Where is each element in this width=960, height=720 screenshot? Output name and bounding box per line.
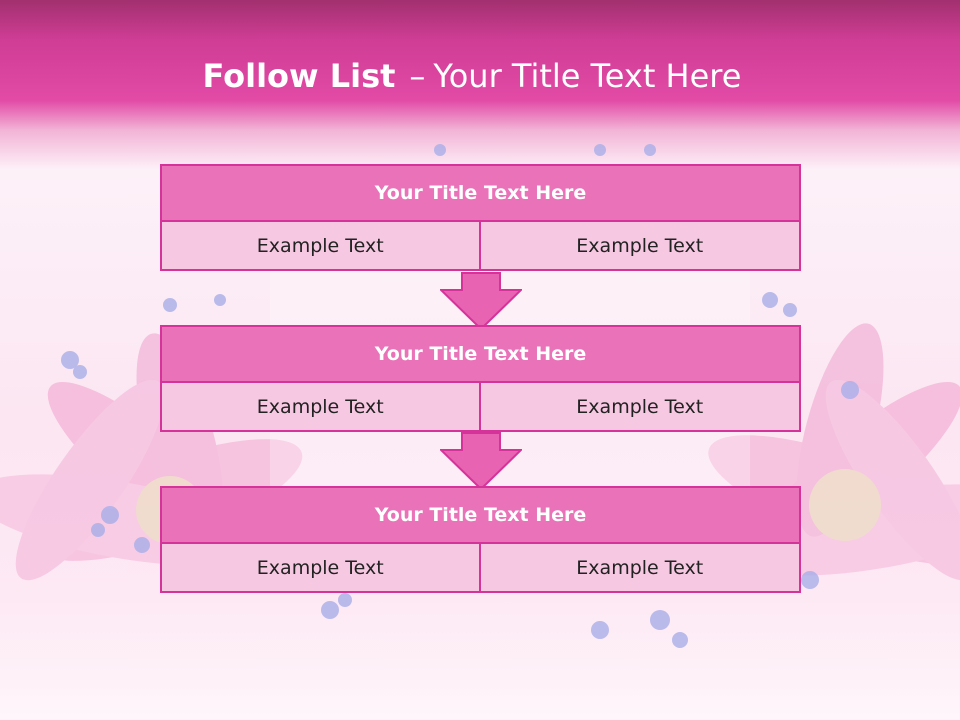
step-cell-right: Example Text xyxy=(480,222,801,271)
title-rest: Your Title Text Here xyxy=(433,57,742,95)
step-cell-left: Example Text xyxy=(160,544,481,593)
down-arrow-icon xyxy=(440,432,522,490)
step-row: Example Text Example Text xyxy=(160,544,801,593)
step-title: Your Title Text Here xyxy=(160,325,801,383)
step-cell-right: Example Text xyxy=(480,383,801,432)
step-row: Example Text Example Text xyxy=(160,222,801,271)
step-row: Example Text Example Text xyxy=(160,383,801,432)
step-block-1: Your Title Text Here Example Text Exampl… xyxy=(160,164,801,271)
page-title: Follow List–Your Title Text Here xyxy=(0,56,944,96)
step-title: Your Title Text Here xyxy=(160,486,801,544)
step-cell-right: Example Text xyxy=(480,544,801,593)
step-cell-left: Example Text xyxy=(160,222,481,271)
header-band: Follow List–Your Title Text Here xyxy=(0,0,960,150)
step-block-2: Your Title Text Here Example Text Exampl… xyxy=(160,325,801,432)
title-dash: – xyxy=(409,57,426,95)
step-title: Your Title Text Here xyxy=(160,164,801,222)
title-bold: Follow List xyxy=(202,57,396,95)
step-cell-left: Example Text xyxy=(160,383,481,432)
down-arrow-icon xyxy=(440,272,522,330)
step-block-3: Your Title Text Here Example Text Exampl… xyxy=(160,486,801,593)
